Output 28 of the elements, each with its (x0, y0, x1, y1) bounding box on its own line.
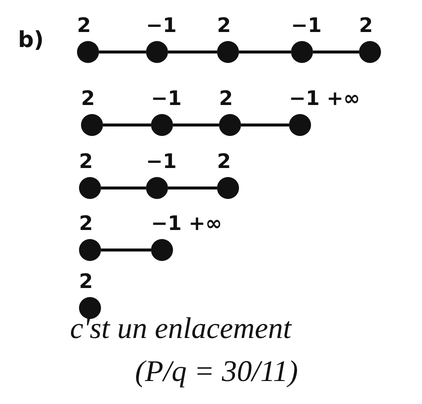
edge-line (101, 248, 151, 252)
vertex-weight: 2 (217, 13, 231, 37)
edge-line (239, 50, 291, 54)
part-label: b) (18, 28, 44, 53)
vertex-weight: 2 (81, 86, 95, 110)
vertex-weight: 2 (77, 13, 91, 37)
ratio-note: (P/q = 30/11) (135, 355, 298, 389)
vertex-weight: 2 (359, 13, 373, 37)
edge-line (99, 50, 146, 54)
edge-line (241, 124, 289, 126)
vertex-weight: −1 (146, 13, 177, 37)
vertex-weight: 2 (219, 86, 233, 110)
edge-line (168, 186, 217, 190)
vertex-weight: −1 +∞ (289, 86, 360, 110)
edge-line (101, 186, 146, 190)
vertex-weight: 2 (79, 211, 93, 235)
handwritten-note: c'st un enlacement (70, 312, 292, 346)
vertex-weight: −1 (146, 149, 177, 173)
edge-line (313, 50, 359, 54)
vertex-weight: 2 (79, 149, 93, 173)
vertex-weight: 2 (217, 149, 231, 173)
edge-line (173, 124, 219, 126)
edge-line (103, 124, 151, 126)
edge-line (168, 50, 217, 54)
vertex-weight: 2 (79, 269, 93, 293)
vertex-weight: −1 +∞ (151, 211, 222, 235)
vertex-weight: −1 (151, 86, 182, 110)
vertex-weight: −1 (291, 13, 322, 37)
